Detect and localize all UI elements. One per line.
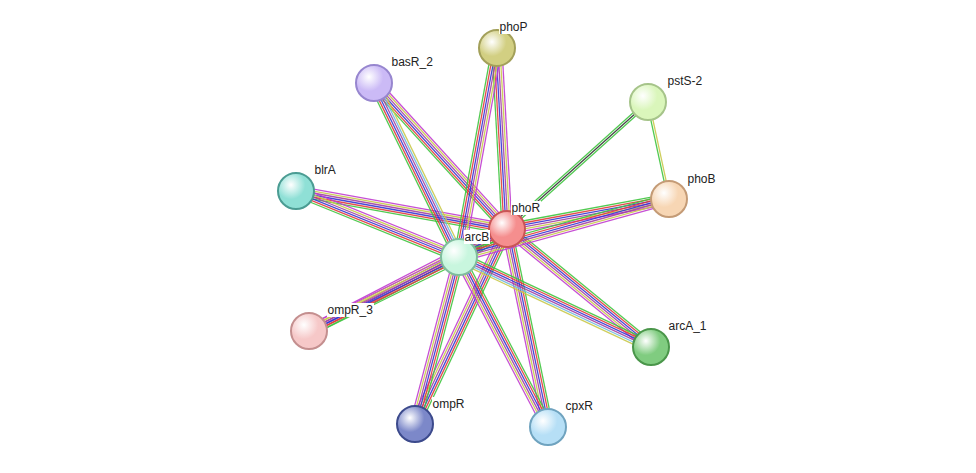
protein-node: arcA_1 [632, 328, 670, 366]
evidence-line [468, 272, 541, 412]
evidence-line [310, 202, 442, 255]
evidence-line [472, 269, 633, 345]
protein-node: pstS-2 [629, 83, 667, 121]
evidence-line [325, 265, 445, 324]
protein-node: phoP [478, 29, 516, 67]
evidence-line [324, 264, 444, 323]
evidence-line [476, 206, 653, 255]
evidence-line [463, 274, 536, 414]
node-label: ompR [432, 397, 466, 411]
evidence-line [510, 246, 544, 411]
evidence-line [312, 197, 490, 229]
protein-node: ompR [396, 405, 434, 443]
evidence-line [511, 245, 545, 410]
node-label: blrA [314, 163, 337, 177]
evidence-line [476, 262, 637, 338]
protein-node: basR_2 [355, 64, 393, 102]
protein-node: ompR_3 [290, 312, 328, 350]
evidence-line [477, 208, 654, 257]
evidence-line [381, 99, 451, 243]
node-label: arcA_1 [668, 319, 708, 333]
evidence-line [475, 203, 652, 252]
evidence-line [499, 65, 507, 212]
node-label: ompR_3 [327, 303, 374, 317]
evidence-line [476, 205, 653, 254]
evidence-line [314, 193, 446, 246]
evidence-line [312, 197, 444, 250]
evidence-line [424, 275, 459, 409]
evidence-line [415, 272, 450, 406]
interaction-edge [322, 260, 446, 328]
evidence-line [474, 199, 651, 248]
evidence-line [477, 260, 638, 336]
evidence-line [461, 65, 493, 241]
evidence-line [326, 267, 446, 326]
evidence-line [422, 274, 457, 408]
evidence-line [311, 198, 443, 251]
evidence-line [323, 234, 491, 320]
evidence-line [475, 201, 652, 250]
evidence-line [313, 195, 445, 248]
evidence-line [418, 273, 453, 407]
node-label: basR_2 [391, 55, 434, 69]
evidence-line [506, 247, 540, 412]
evidence-line [311, 200, 443, 253]
node-label: cpxR [565, 399, 594, 413]
interaction-edge [651, 118, 667, 182]
evidence-line [322, 260, 442, 319]
protein-node: phoB [650, 180, 688, 218]
evidence-line [416, 273, 451, 407]
evidence-line [463, 65, 495, 241]
evidence-line [323, 262, 443, 321]
evidence-line [313, 191, 491, 223]
evidence-line [327, 269, 447, 328]
evidence-line [457, 64, 489, 240]
evidence-line [382, 98, 452, 242]
evidence-line [464, 274, 537, 414]
evidence-line [386, 96, 456, 239]
protein-node: blrA [277, 172, 315, 210]
protein-node: phoR [488, 210, 526, 248]
evidence-line [653, 118, 667, 182]
protein-node: arcB [440, 238, 478, 276]
evidence-line [420, 274, 455, 408]
evidence-line [470, 271, 543, 411]
evidence-line [465, 65, 497, 241]
evidence-line [524, 203, 653, 227]
evidence-line [521, 239, 639, 336]
evidence-line [312, 199, 490, 231]
interaction-edge [415, 272, 460, 409]
node-label: phoB [687, 172, 717, 186]
evidence-line [525, 207, 654, 231]
interaction-edge [463, 270, 545, 415]
evidence-line [379, 100, 449, 243]
evidence-line [322, 232, 490, 318]
interaction-edge [377, 96, 456, 244]
evidence-line [383, 98, 493, 219]
evidence-line [651, 119, 665, 183]
node-label: pstS-2 [667, 74, 704, 88]
protein-node: cpxR [529, 408, 567, 446]
evidence-line [503, 65, 511, 212]
evidence-line [459, 64, 491, 240]
evidence-line [524, 205, 653, 229]
node-label: phoP [499, 20, 529, 34]
interaction-edge [310, 193, 445, 256]
evidence-line [508, 246, 542, 411]
evidence-line [313, 195, 491, 227]
evidence-line [513, 245, 547, 410]
node-label: phoR [511, 201, 542, 215]
evidence-line [501, 65, 509, 212]
interaction-edge [382, 92, 499, 220]
interaction-edge [474, 199, 654, 258]
evidence-line [466, 273, 539, 413]
evidence-line [524, 201, 653, 225]
evidence-line [384, 97, 454, 240]
evidence-line [471, 270, 544, 410]
node-label: arcB [464, 230, 491, 244]
